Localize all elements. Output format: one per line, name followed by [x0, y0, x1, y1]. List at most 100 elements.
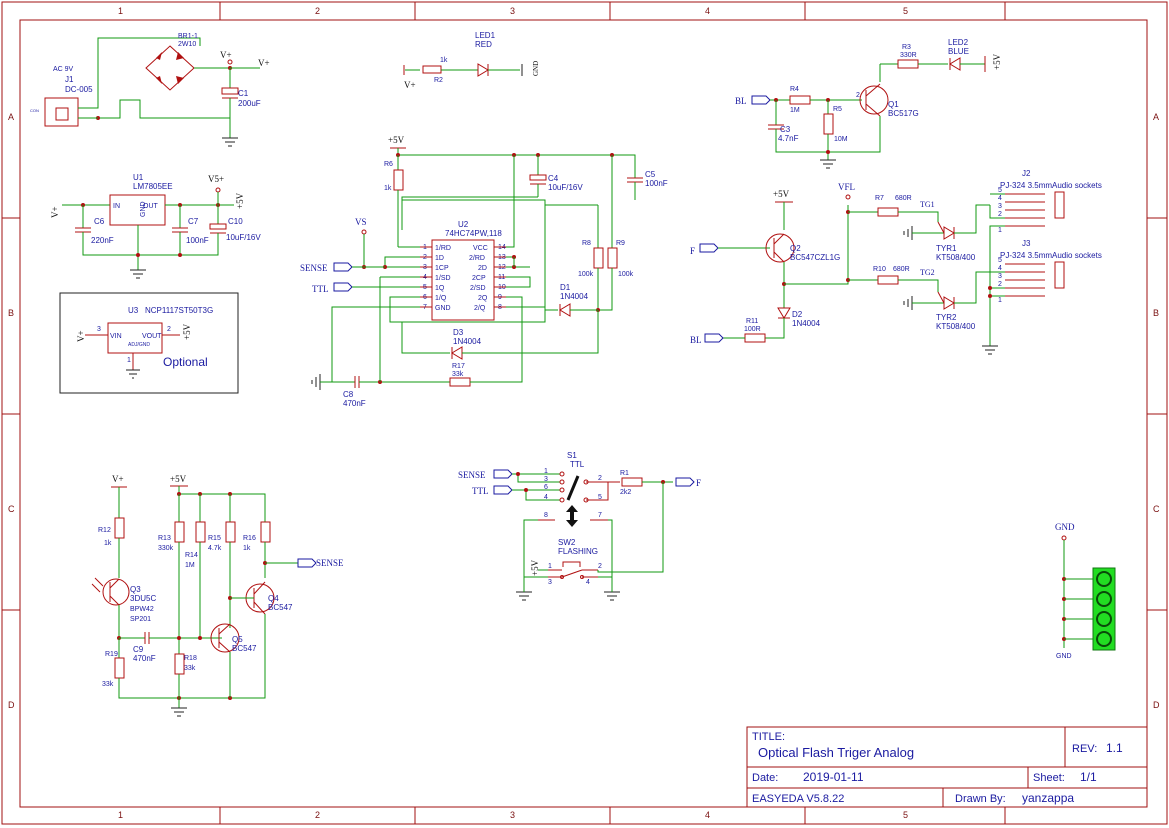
- u1-gnd: GND: [140, 201, 147, 217]
- svg-text:8: 8: [544, 512, 548, 519]
- sense-net-label: SENSE: [458, 470, 486, 480]
- bl-port-flag: [751, 95, 771, 105]
- zone-col-top: 2: [315, 6, 320, 16]
- drawn-by-value: yanzappa: [1022, 791, 1074, 805]
- j3-pins: 5 4 3 2 1: [998, 257, 1045, 304]
- svg-text:3: 3: [548, 579, 552, 586]
- s1-contact: [559, 497, 565, 503]
- j3-audio-jack-symbol: [1054, 261, 1065, 289]
- c8-ref: C8: [343, 390, 354, 399]
- svg-text:2: 2: [598, 563, 602, 570]
- j2-ref: J2: [1022, 169, 1031, 178]
- rev-label: REV:: [1072, 743, 1097, 755]
- svg-text:3: 3: [998, 203, 1002, 210]
- c5-value: 100nF: [645, 179, 668, 188]
- ncp1117-symbol: [107, 322, 163, 354]
- zone-row-right: C: [1153, 504, 1160, 514]
- d2-value: 1N4004: [792, 319, 821, 328]
- j1-note: AC 9V: [53, 66, 74, 73]
- s1-contact: [559, 487, 565, 493]
- u3-vin: VIN: [110, 333, 122, 340]
- r4-symbol: [789, 95, 811, 105]
- plus5v-label: +5V: [773, 189, 790, 199]
- svg-text:4: 4: [544, 494, 548, 501]
- r13-ref: R13: [158, 535, 171, 542]
- svg-text:6: 6: [544, 484, 548, 491]
- u2-ref: U2: [458, 220, 469, 229]
- br1-value: 2W10: [178, 41, 196, 48]
- q3-value: 3DU5C: [130, 594, 156, 603]
- zone-row-right: B: [1153, 308, 1159, 318]
- r14-ref: R14: [185, 552, 198, 559]
- s1-contact: [559, 479, 565, 485]
- led2-value: BLUE: [948, 47, 969, 56]
- q5-symbol: [210, 623, 240, 653]
- led2-ref: LED2: [948, 38, 969, 47]
- ground-symbol: [126, 369, 140, 379]
- u2-pin-name: 1D: [435, 255, 444, 262]
- zone-labels: 1 2 3 4 5 1 2 3 4 5 A B C D A B C D: [8, 6, 1160, 820]
- bridge-rectifier-symbol: [145, 45, 195, 91]
- u3-value: NCP1117ST50T3G: [145, 306, 213, 315]
- c6-value: 220nF: [91, 236, 114, 245]
- u2-right-pins: VCC 2/RD 2D 2CP 2/SD 2Q 2/Q 14 13 12 11 …: [469, 244, 506, 312]
- tg2-label: TG2: [920, 268, 935, 277]
- svg-text:2: 2: [998, 281, 1002, 288]
- r4-ref: R4: [790, 86, 799, 93]
- r8-symbol: [593, 247, 604, 269]
- sense-net-label: SENSE: [300, 263, 328, 273]
- ground-symbol: [903, 296, 913, 310]
- u1-ref: U1: [133, 173, 144, 182]
- plus5v-label: +5V: [182, 323, 192, 340]
- c1-ref: C1: [238, 89, 249, 98]
- zone-col-bottom: 5: [903, 810, 908, 820]
- ttl-port-flag: [333, 282, 353, 292]
- svg-text:3: 3: [544, 476, 548, 483]
- zone-row-right: A: [1153, 112, 1159, 122]
- svg-text:2: 2: [998, 211, 1002, 218]
- c3-value: 4.7nF: [778, 134, 799, 143]
- r11-value: 100R: [744, 326, 761, 333]
- switch-section: S1 TTL SENSE TTL 1 3 6 4 2 5 R1 2k2 F: [458, 451, 701, 601]
- ground-symbol: [604, 591, 620, 601]
- u2-pin-name: VCC: [473, 245, 488, 252]
- zone-row-left: B: [8, 308, 14, 318]
- u2-left-pins: 1/RD 1D 1CP 1/SD 1Q 1/Q GND 1 2 3 4 5 6 …: [423, 244, 451, 312]
- svg-text:4: 4: [998, 195, 1002, 202]
- sense-port-flag: [333, 262, 353, 272]
- j1-value: DC-005: [65, 85, 93, 94]
- rev-value: 1.1: [1106, 741, 1123, 755]
- r7-ref: R7: [875, 195, 884, 202]
- br1-ref: BR1-1: [178, 33, 198, 40]
- r1-value: 2k2: [620, 489, 631, 496]
- u2-pin-name: 1/RD: [435, 245, 451, 252]
- c10-ref: C10: [228, 217, 243, 226]
- r10-value: 680R: [893, 266, 910, 273]
- led1-section: V+ 1k R2 LED1 RED GND: [403, 31, 540, 90]
- tg1-label: TG1: [920, 200, 935, 209]
- svg-text:3: 3: [998, 273, 1002, 280]
- zone-col-top: 5: [903, 6, 908, 16]
- r17-value: 33k: [452, 371, 464, 378]
- optional-regulator-box: U3 NCP1117ST50T3G VIN VOUT ADJ/GND 3 2 1…: [59, 292, 239, 394]
- u2-pin-name: 2D: [478, 265, 487, 272]
- sheet-value: 1/1: [1080, 770, 1097, 784]
- date-label: Date:: [752, 772, 778, 784]
- v5plus-label: V5+: [208, 174, 224, 184]
- led2-symbol: [949, 57, 961, 71]
- ttl-net-label: TTL: [472, 486, 489, 496]
- c4-value: 10uF/16V: [548, 183, 583, 192]
- u1-value: LM7805EE: [133, 182, 173, 191]
- r19-ref: R19: [105, 651, 118, 658]
- u3-vout: VOUT: [142, 333, 162, 340]
- c10-value: 10uF/16V: [226, 233, 261, 242]
- sw2-ref: SW2: [558, 538, 576, 547]
- tyr2-symbol: [943, 296, 955, 310]
- svg-text:4: 4: [998, 265, 1002, 272]
- ground-symbol: [820, 159, 836, 169]
- r2-ref: R2: [434, 77, 443, 84]
- svg-text:1: 1: [998, 227, 1002, 234]
- r6-ref: R6: [384, 161, 393, 168]
- ground-symbol: [516, 591, 532, 601]
